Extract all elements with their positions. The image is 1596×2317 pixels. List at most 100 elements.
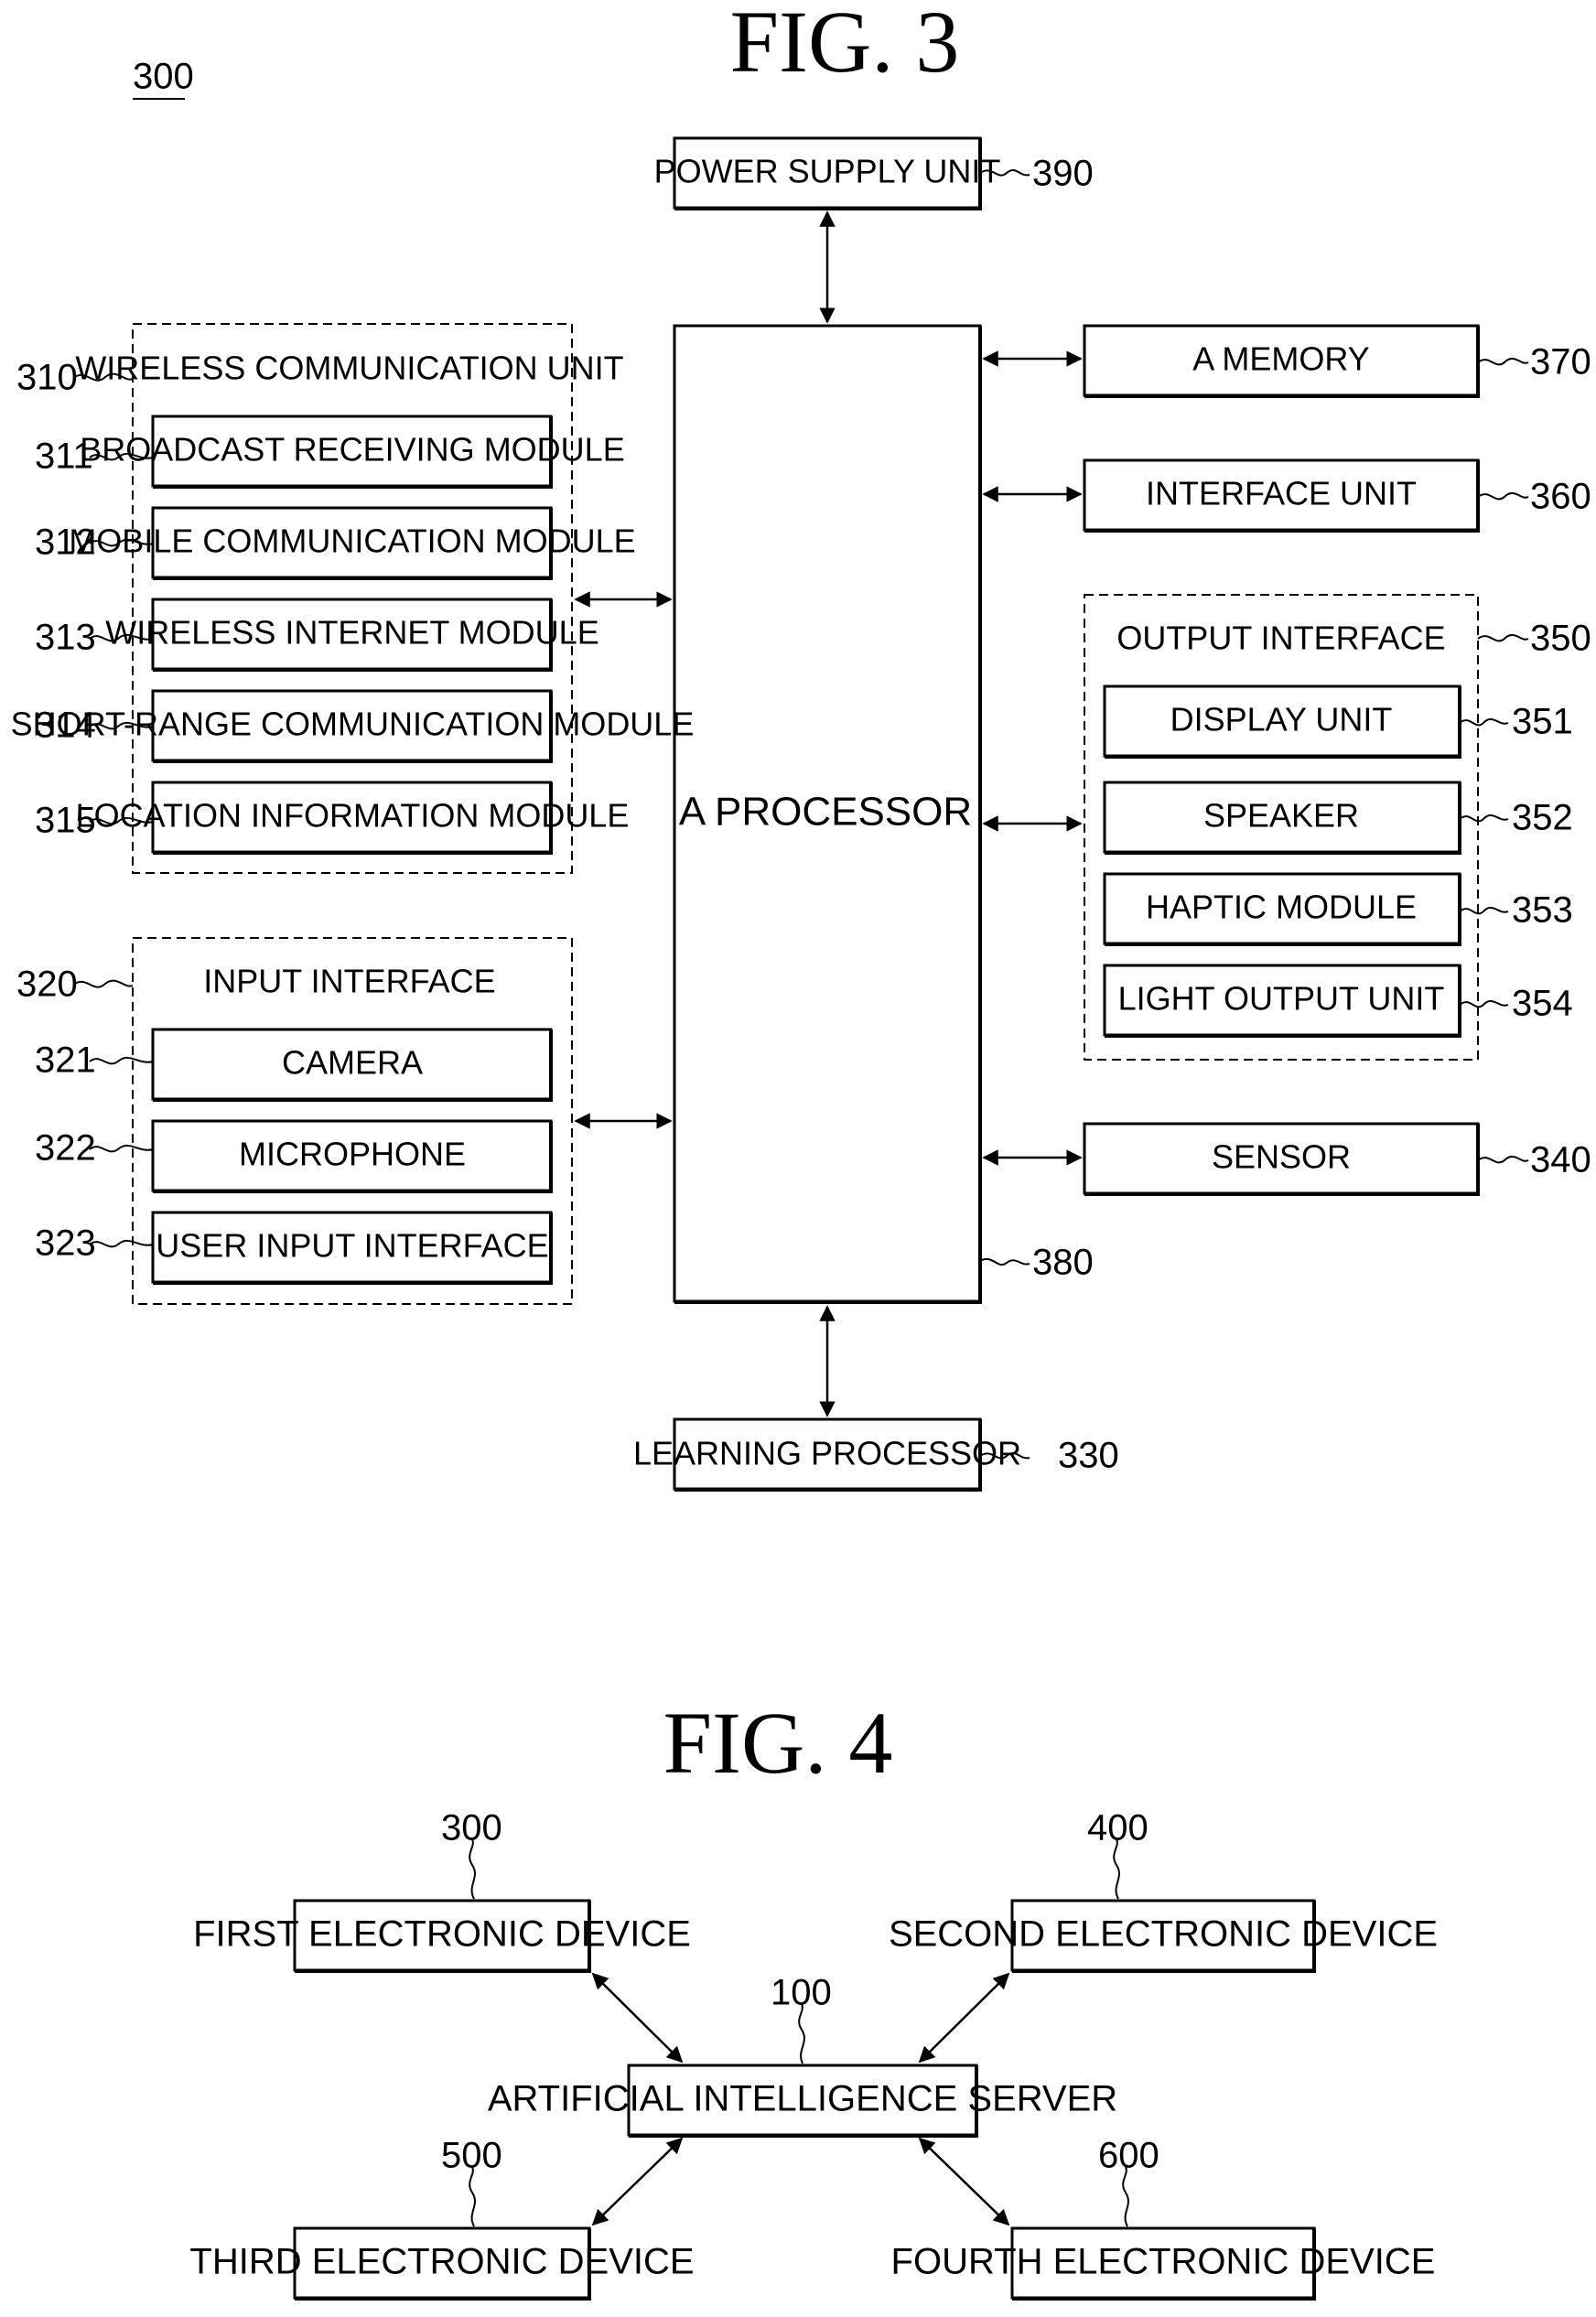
display-unit-label: DISPLAY UNIT <box>1170 701 1393 738</box>
leader-320 <box>73 981 133 987</box>
leader-300-fig4 <box>469 1839 475 1899</box>
sensor-label: SENSOR <box>1212 1138 1351 1176</box>
ref-313: 313 <box>35 618 96 658</box>
ref-310: 310 <box>16 358 78 398</box>
user-input-interface-label: USER INPUT INTERFACE <box>156 1227 548 1265</box>
mobile-communication-module-label: MOBILE COMMUNICATION MODULE <box>69 523 635 560</box>
interface-unit-label: INTERFACE UNIT <box>1146 475 1417 512</box>
ref-370: 370 <box>1530 342 1591 383</box>
output-module-speaker: SPEAKER <box>1105 782 1461 854</box>
speaker-label: SPEAKER <box>1203 797 1359 835</box>
leader-321 <box>90 1058 153 1063</box>
ref-351: 351 <box>1512 702 1573 742</box>
broadcast-receiving-module-label: BROADCAST RECEIVING MODULE <box>80 431 624 469</box>
input-interface-label: INPUT INTERFACE <box>203 963 495 1000</box>
leader-323 <box>90 1241 153 1246</box>
leader-351 <box>1460 719 1508 725</box>
ref-314: 314 <box>35 706 96 746</box>
connector-server-third-device <box>593 2139 682 2225</box>
leader-340 <box>1478 1157 1528 1162</box>
wireless-internet-module-label: WIRELESS INTERNET MODULE <box>105 614 598 652</box>
ref-352: 352 <box>1512 798 1573 838</box>
memory-label: A MEMORY <box>1192 340 1369 378</box>
leader-370 <box>1478 359 1528 364</box>
first-electronic-device-label: FIRST ELECTRONIC DEVICE <box>193 1914 691 1955</box>
wireless-module-location: LOCATION INFORMATION MODULE <box>76 782 630 854</box>
input-module-microphone: MICROPHONE <box>153 1121 553 1192</box>
ref-400: 400 <box>1087 1808 1148 1848</box>
fourth-electronic-device-label: FOURTH ELECTRONIC DEVICE <box>891 2242 1436 2282</box>
connector-server-first-device <box>593 1974 682 2062</box>
ref-311: 311 <box>35 436 93 477</box>
interface-unit-block: INTERFACE UNIT <box>1084 460 1480 532</box>
ref-360: 360 <box>1530 477 1591 517</box>
leader-322 <box>90 1146 153 1151</box>
ref-354: 354 <box>1512 984 1573 1024</box>
microphone-label: MICROPHONE <box>239 1136 466 1173</box>
wireless-module-broadcast: BROADCAST RECEIVING MODULE <box>80 416 624 488</box>
second-electronic-device-block: SECOND ELECTRONIC DEVICE <box>889 1901 1438 1972</box>
short-range-communication-module-label: SHORT-RANGE COMMUNICATION MODULE <box>11 706 695 743</box>
ref-353: 353 <box>1512 890 1573 931</box>
ref-315: 315 <box>35 801 96 841</box>
processor-block: A PROCESSOR <box>674 326 982 1303</box>
power-supply-unit-label: POWER SUPPLY UNIT <box>654 153 1001 190</box>
output-module-display: DISPLAY UNIT <box>1105 686 1461 758</box>
ref-312: 312 <box>35 523 96 563</box>
wireless-module-internet: WIRELESS INTERNET MODULE <box>105 599 598 671</box>
ref-100: 100 <box>771 1973 832 2013</box>
learning-processor-label: LEARNING PROCESSOR <box>633 1435 1021 1472</box>
ref-330: 330 <box>1058 1436 1119 1476</box>
connector-server-fourth-device <box>920 2139 1008 2225</box>
wireless-module-mobile: MOBILE COMMUNICATION MODULE <box>69 508 635 579</box>
leader-100 <box>799 2004 804 2064</box>
fourth-electronic-device-block: FOURTH ELECTRONIC DEVICE <box>891 2228 1436 2300</box>
leader-350 <box>1478 635 1528 641</box>
leader-400 <box>1114 1839 1119 1899</box>
ref-500: 500 <box>441 2136 502 2176</box>
device-ref-number: 300 <box>133 57 194 97</box>
output-module-haptic: HAPTIC MODULE <box>1105 874 1461 945</box>
third-electronic-device-label: THIRD ELECTRONIC DEVICE <box>189 2242 694 2282</box>
leader-360 <box>1478 493 1528 499</box>
learning-processor-block: LEARNING PROCESSOR <box>633 1419 1021 1491</box>
ref-321: 321 <box>35 1040 96 1081</box>
leader-354 <box>1460 1001 1508 1007</box>
connector-server-second-device <box>920 1974 1008 2062</box>
leader-380 <box>980 1259 1030 1265</box>
wireless-communication-unit-label: WIRELESS COMMUNICATION UNIT <box>75 350 623 387</box>
leader-600 <box>1123 2167 1128 2226</box>
haptic-module-label: HAPTIC MODULE <box>1146 889 1417 926</box>
first-electronic-device-block: FIRST ELECTRONIC DEVICE <box>193 1901 691 1972</box>
location-information-module-label: LOCATION INFORMATION MODULE <box>76 797 630 835</box>
camera-label: CAMERA <box>282 1044 423 1082</box>
ref-600: 600 <box>1098 2136 1159 2176</box>
ref-323: 323 <box>35 1223 96 1264</box>
ref-350: 350 <box>1530 619 1591 659</box>
leader-500 <box>469 2167 475 2226</box>
output-interface-label: OUTPUT INTERFACE <box>1116 620 1445 657</box>
ref-340: 340 <box>1530 1140 1591 1180</box>
fig4-title: FIG. 4 <box>663 1694 893 1792</box>
memory-block: A MEMORY <box>1084 326 1480 397</box>
ref-320: 320 <box>16 965 78 1005</box>
power-supply-unit-block: POWER SUPPLY UNIT <box>654 138 1001 210</box>
output-module-light: LIGHT OUTPUT UNIT <box>1105 965 1461 1037</box>
ref-322: 322 <box>35 1128 96 1169</box>
ai-server-block: ARTIFICIAL INTELLIGENCE SERVER <box>488 2065 1117 2137</box>
fig3-title: FIG. 3 <box>730 0 960 91</box>
third-electronic-device-block: THIRD ELECTRONIC DEVICE <box>189 2228 694 2300</box>
input-module-camera: CAMERA <box>153 1029 553 1101</box>
ai-server-label: ARTIFICIAL INTELLIGENCE SERVER <box>488 2079 1117 2119</box>
leader-353 <box>1460 908 1508 913</box>
ref-390: 390 <box>1032 154 1094 194</box>
sensor-block: SENSOR <box>1084 1124 1480 1195</box>
input-module-user-input: USER INPUT INTERFACE <box>153 1212 553 1284</box>
light-output-unit-label: LIGHT OUTPUT UNIT <box>1118 980 1445 1018</box>
wireless-module-short-range: SHORT-RANGE COMMUNICATION MODULE <box>11 691 695 762</box>
ref-300-fig4: 300 <box>441 1808 502 1848</box>
processor-label: A PROCESSOR <box>679 790 972 835</box>
ref-380: 380 <box>1032 1243 1094 1283</box>
second-electronic-device-label: SECOND ELECTRONIC DEVICE <box>889 1914 1438 1955</box>
